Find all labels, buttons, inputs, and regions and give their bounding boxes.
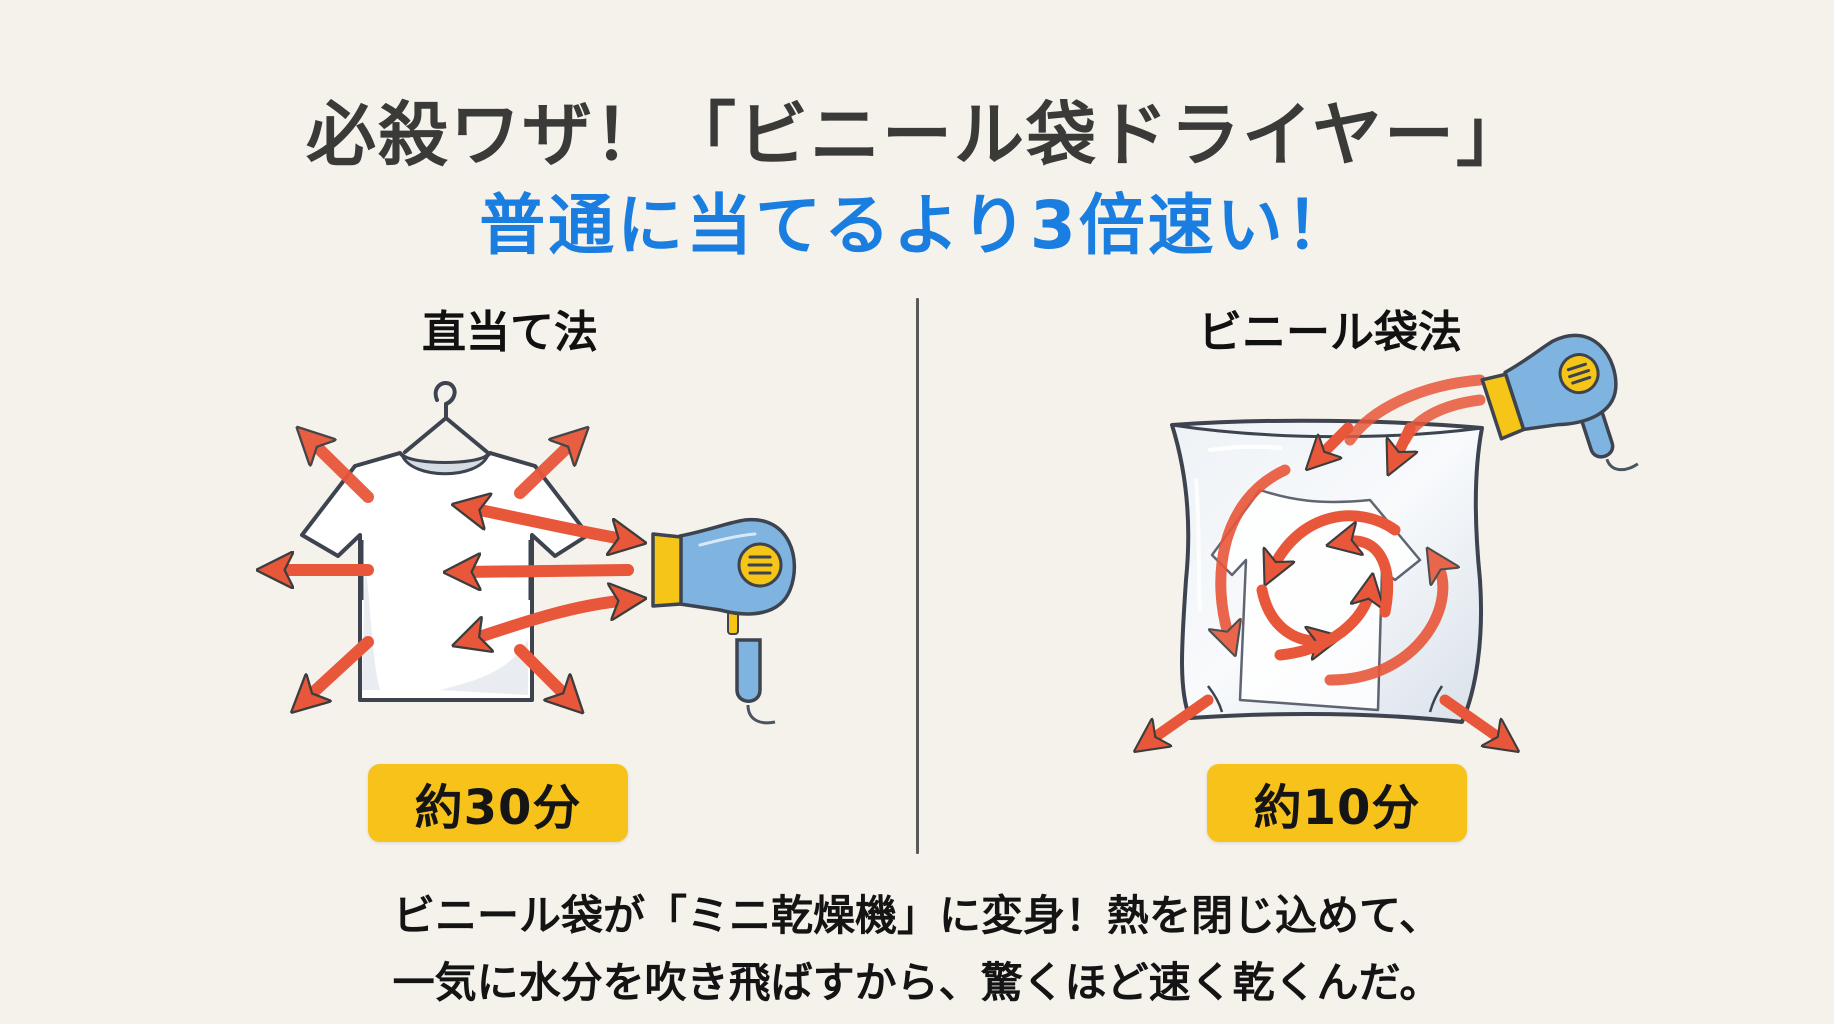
left-time-badge: 約30分: [368, 764, 628, 842]
circulating-heat-arrows: [1148, 374, 1505, 742]
caption-line-1: ビニール袋が「ミニ乾燥機」に変身！熱を閉じ込めて、: [393, 891, 1441, 940]
right-time-label: 約10分: [1253, 780, 1421, 836]
hair-dryer-icon: [1480, 333, 1639, 472]
right-method-heading: ビニール袋法: [1198, 307, 1462, 358]
page-subtitle: 普通に当てるより3倍速い！: [479, 187, 1355, 264]
page-title: 必殺ワザ！「ビニール袋ドライヤー」: [306, 94, 1528, 176]
hair-dryer-icon: [651, 518, 797, 725]
left-method-heading: 直当て法: [422, 307, 598, 358]
column-divider: [916, 298, 919, 854]
right-time-badge: 約10分: [1207, 764, 1467, 842]
heat-arrows-scattering: [275, 440, 628, 700]
left-time-label: 約30分: [414, 780, 582, 836]
hanger-icon: [403, 381, 489, 454]
caption-line-2: 一気に水分を吹き飛ばすから、驚くほど速く乾くんだ。: [392, 958, 1442, 1007]
